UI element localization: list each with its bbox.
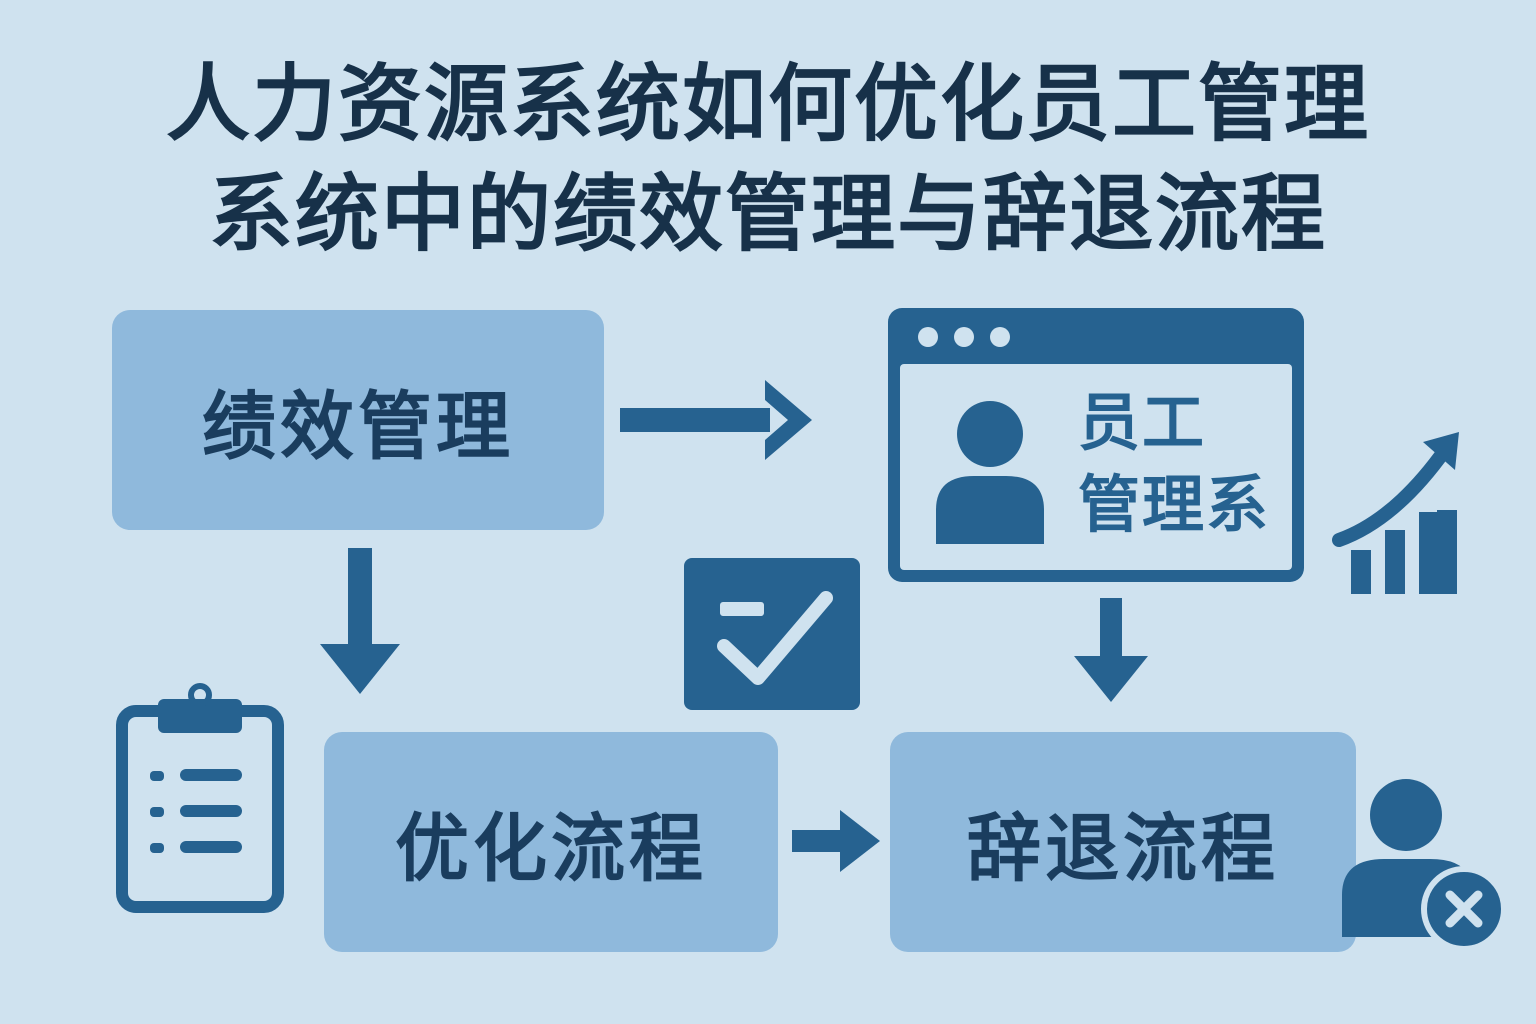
title-line-1: 人力资源系统如何优化员工管理 xyxy=(165,55,1370,153)
person-remove-icon xyxy=(1342,779,1507,952)
arrow-down-icon xyxy=(1074,598,1148,702)
employee-system-window: 员工 管理系 xyxy=(888,308,1304,582)
dismissal-label: 辞退流程 xyxy=(967,805,1279,892)
dismissal-process-box: 辞退流程 xyxy=(890,732,1356,952)
performance-management-box: 绩效管理 xyxy=(112,310,604,530)
employee-system-label-2: 管理系 xyxy=(1078,468,1271,541)
optimize-process-box: 优化流程 xyxy=(324,732,778,952)
growth-chart-icon xyxy=(1332,432,1459,594)
checkbox-icon xyxy=(684,558,860,710)
optimize-label: 优化流程 xyxy=(395,805,707,892)
employee-system-label-1: 员工 xyxy=(1078,386,1207,459)
arrow-down-icon xyxy=(320,548,400,694)
clipboard-icon xyxy=(116,683,284,913)
arrow-right-icon xyxy=(620,380,812,460)
arrow-right-icon xyxy=(792,810,880,872)
performance-label: 绩效管理 xyxy=(202,383,514,470)
title-line-2: 系统中的绩效管理与辞退流程 xyxy=(208,165,1327,263)
window-dots-icon xyxy=(918,327,1010,347)
person-icon xyxy=(936,401,1044,544)
